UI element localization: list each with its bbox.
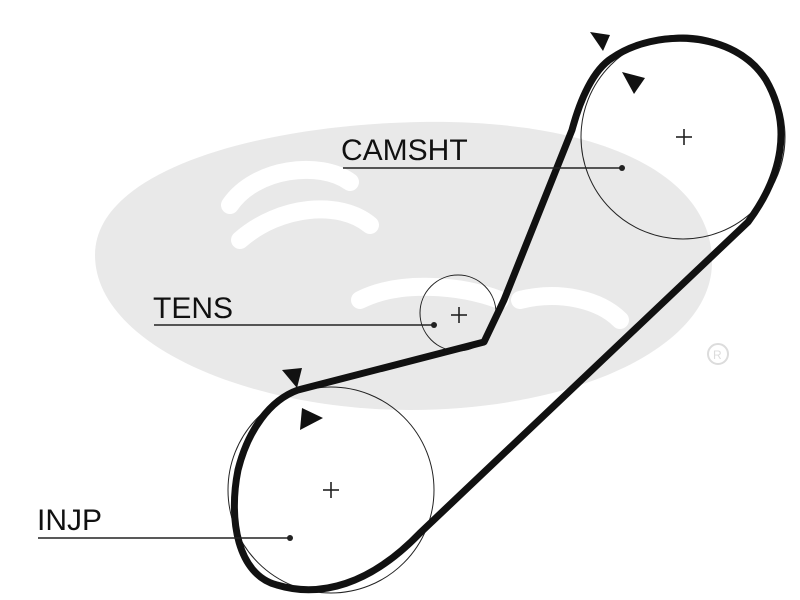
injection-pump-center-mark [323,482,339,498]
timing-belt [230,34,785,594]
camshaft-label: CAMSHT [341,134,468,167]
tensioner-label: TENS [153,292,233,325]
tensioner-center-mark [451,307,467,323]
injection-pump-label: INJP [37,504,102,537]
gates-logo-icon: R [95,121,729,410]
camshaft-center-mark [676,129,692,145]
camshaft-timing-mark-icon [590,32,645,94]
svg-text:R: R [713,348,722,362]
camshaft-leader-dot [619,165,625,171]
injection-pump-leader-dot [287,535,293,541]
injection-pump-pulley [227,386,435,594]
injection-pump-timing-mark-icon [282,368,323,430]
tensioner-leader-dot [431,322,437,328]
